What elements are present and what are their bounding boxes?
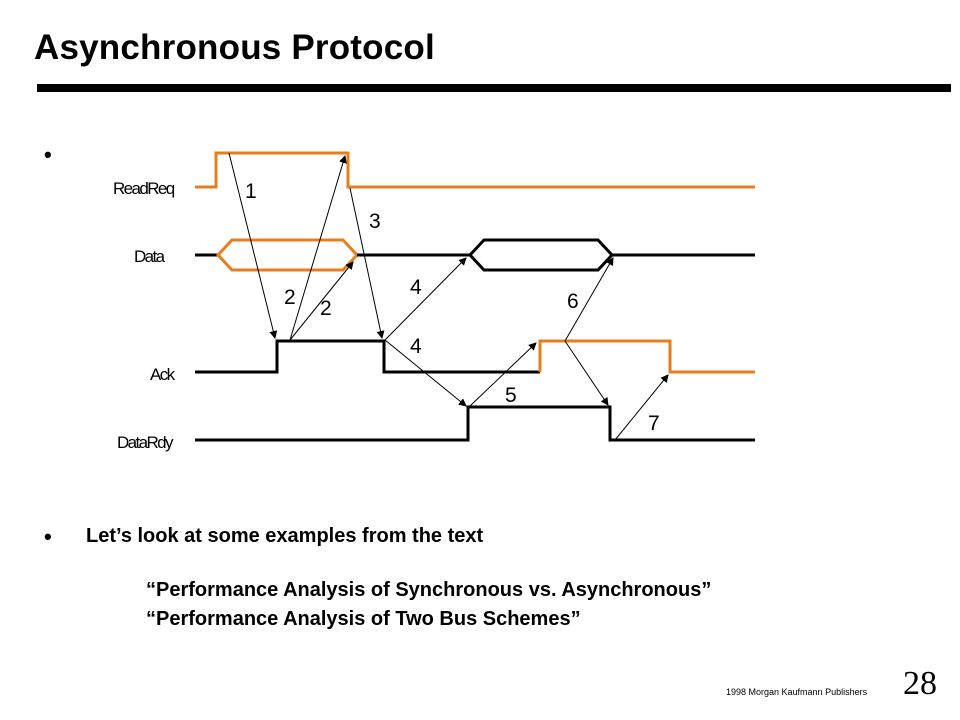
readreq-waveform	[195, 151, 755, 189]
signal-label-data: Data	[134, 247, 166, 266]
footer-copyright: 1998 Morgan Kaufmann Publishers	[726, 686, 867, 698]
step-label-1: 1	[245, 180, 257, 203]
signal-label-readreq: ReadReq	[113, 179, 175, 198]
arrow-step-4-data	[384, 257, 467, 341]
arrow-step-3	[349, 187, 385, 339]
step-label-3: 3	[369, 210, 381, 233]
page-number: 28	[903, 665, 937, 702]
bullet-text-examples: Let’s look at some examples from the tex…	[86, 525, 484, 547]
step-label-2b: 2	[320, 297, 332, 320]
ack-waveform-first	[195, 339, 540, 374]
signal-label-datardy: DataRdy	[117, 433, 174, 452]
arrow-step-5	[469, 342, 537, 407]
arrow-step-6-data	[564, 257, 614, 342]
ack-waveform-second	[538, 339, 755, 374]
handshake-arrows	[228, 152, 669, 441]
example-title-2: “Performance Analysis of Two Bus Schemes…	[146, 608, 581, 630]
datardy-waveform	[195, 405, 755, 442]
step-label-4b: 4	[410, 335, 422, 358]
step-label-6: 6	[567, 290, 579, 313]
arrow-step-7	[614, 374, 669, 441]
copyright-text: 1998 Morgan Kaufmann Publishers	[726, 687, 868, 697]
arrow-step-6-datardy	[564, 340, 609, 406]
example-title-1: “Performance Analysis of Synchronous vs.…	[146, 579, 712, 601]
title-underline	[37, 84, 951, 92]
signal-label-ack: Ack	[150, 365, 176, 384]
arrow-step-4-datardy	[384, 339, 467, 407]
arrow-step-2-data	[289, 261, 354, 341]
step-label-7: 7	[648, 412, 660, 435]
arrow-step-1	[228, 152, 278, 339]
data-bus-valid-data	[467, 238, 615, 272]
slide-title: Asynchronous Protocol	[34, 28, 435, 67]
data-bus-valid-address	[215, 238, 360, 272]
step-label-5: 5	[505, 384, 517, 407]
step-label-4a: 4	[410, 276, 422, 299]
step-label-2a: 2	[284, 286, 296, 309]
bullet-marker-2: •	[44, 524, 52, 549]
bullet-marker-1: •	[44, 142, 52, 167]
arrow-step-2-ack	[289, 155, 347, 341]
